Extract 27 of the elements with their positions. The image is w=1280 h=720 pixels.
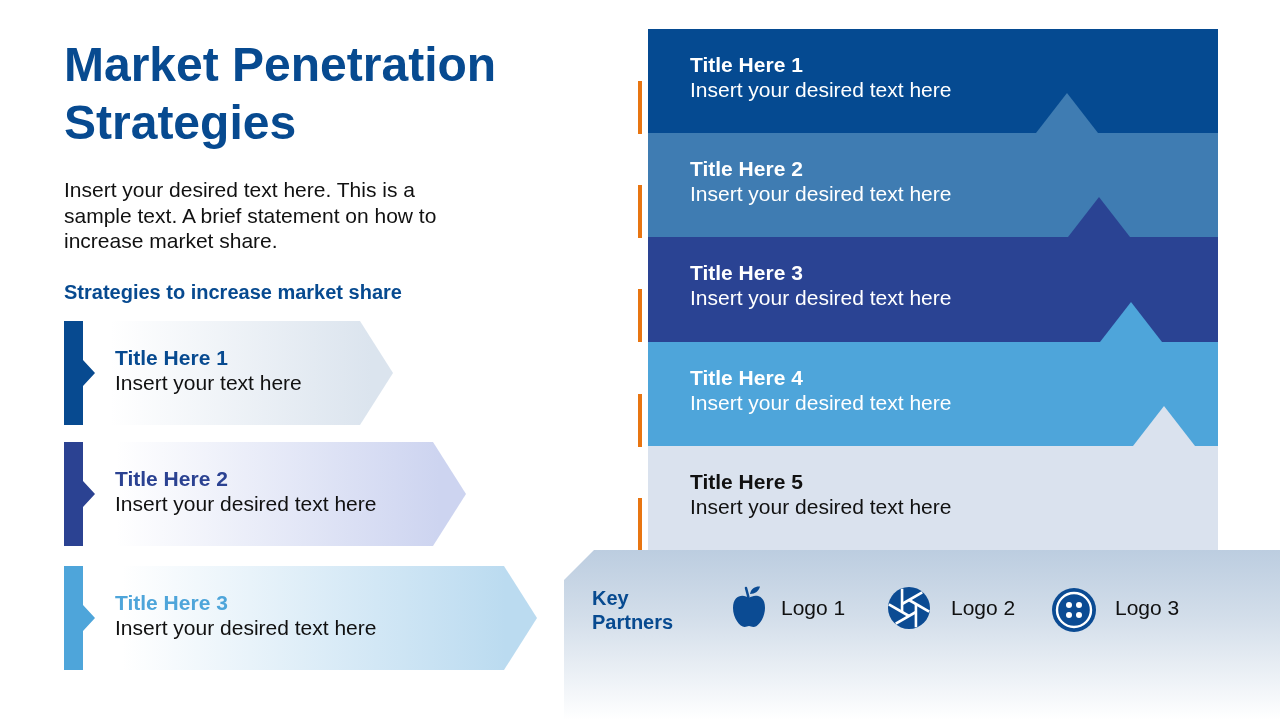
partner-name: Logo 3 — [1115, 596, 1180, 620]
banner-text: Insert your desired text here — [115, 615, 377, 640]
banner-title: Title Here 1 — [115, 345, 228, 370]
arrow-banner — [64, 321, 393, 425]
band-text: Insert your desired text here — [690, 77, 952, 102]
banner-title: Title Here 2 — [115, 466, 228, 491]
banner-text: Insert your desired text here — [115, 491, 377, 516]
banner-text: Insert your text here — [115, 370, 302, 395]
band-text: Insert your desired text here — [690, 181, 952, 206]
band-text: Insert your desired text here — [690, 494, 952, 519]
partner-name: Logo 1 — [781, 596, 846, 620]
band-text: Insert your desired text here — [690, 390, 952, 415]
band-title: Title Here 1 — [690, 52, 803, 77]
arrow-banner — [64, 566, 537, 670]
stacked-band — [648, 29, 1218, 133]
band-title: Title Here 5 — [690, 469, 803, 494]
section-heading: Strategies to increase market share — [64, 280, 402, 304]
band-text: Insert your desired text here — [690, 285, 952, 310]
slide-title: Market Penetration Strategies — [64, 37, 498, 151]
banner-title: Title Here 3 — [115, 590, 228, 615]
panel-heading: Key Partners — [592, 586, 675, 634]
intro-paragraph: Insert your desired text here. This is a sample text. A brief statement on how to increase market share. — [64, 177, 438, 254]
partner-name: Logo 2 — [951, 596, 1016, 620]
band-title: Title Here 4 — [690, 365, 803, 390]
arrow-banner — [64, 442, 466, 546]
band-title: Title Here 2 — [690, 156, 803, 181]
band-title: Title Here 3 — [690, 260, 803, 285]
